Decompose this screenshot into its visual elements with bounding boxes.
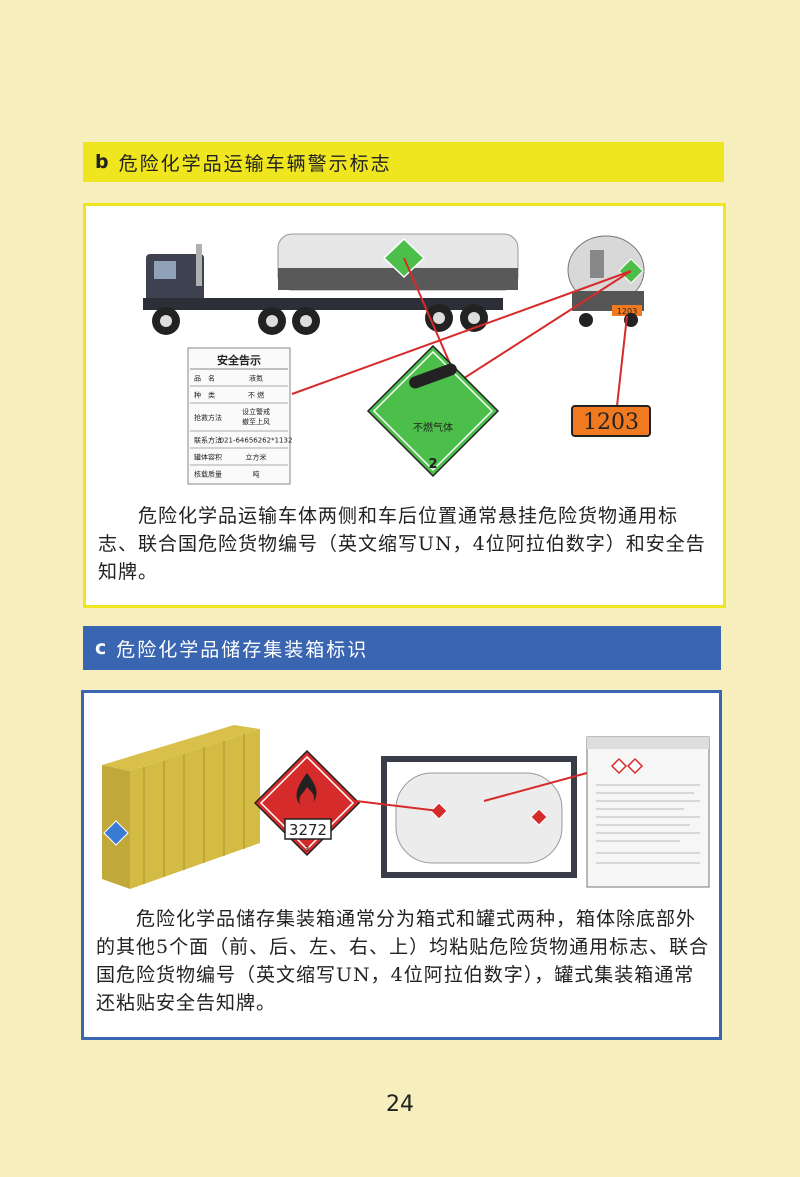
diamond-b-class: 2 xyxy=(428,457,437,472)
safety-sign-row-value: 撤至上风 xyxy=(242,417,270,426)
safety-sign-row-label: 种 类 xyxy=(194,391,215,400)
safety-sign-row-label: 品 名 xyxy=(194,374,215,383)
tanker-truck-image xyxy=(143,233,519,335)
gas-cylinder-icon xyxy=(409,363,457,389)
section-b-title: 危险化学品运输车辆警示标志 xyxy=(118,152,392,175)
tank-container-image xyxy=(381,756,577,878)
callout-lines xyxy=(291,257,632,407)
container-marking-illustration: 3272 3 xyxy=(102,725,710,889)
callout-lines-c xyxy=(355,772,588,812)
safety-sign-row-value: 021-64656262*1132 xyxy=(220,437,293,445)
diamond-c-class: 3 xyxy=(305,845,309,853)
safety-sign-row-value: 设立警戒 xyxy=(242,407,270,416)
safety-sign-title: 安全告示 xyxy=(217,353,261,367)
section-b-paragraph: 危险化学品运输车体两侧和车后位置通常悬挂危险货物通用标志、联合国危险货物编号（英… xyxy=(98,505,706,583)
safety-sign-row-label: 核载质量 xyxy=(194,470,222,479)
diamond-b-label: 不燃气体 xyxy=(413,421,453,434)
flame-icon xyxy=(296,773,317,805)
page-number: 24 xyxy=(386,1092,414,1117)
safety-sign-row-label: 抢救方法 xyxy=(194,413,222,422)
green-non-flammable-gas-diamond: 不燃气体 2 xyxy=(366,344,500,478)
un-plate-number: 1203 xyxy=(583,410,639,435)
tanker-rear-image: 1203 xyxy=(567,235,645,327)
section-c-title: 危险化学品储存集装箱标识 xyxy=(116,638,369,661)
section-c-paragraph: 危险化学品储存集装箱通常分为箱式和罐式两种，箱体除底部外的其他5个面（前、后、左… xyxy=(96,908,710,1014)
safety-sign-row-value: 吨 xyxy=(253,470,260,479)
truck-un-plate-text: 1203 xyxy=(617,307,637,316)
section-c-panel: 3272 3 危险化 xyxy=(81,690,722,1040)
diamond-c-un-number: 3272 xyxy=(289,821,327,839)
section-c-header: c 危险化学品储存集装箱标识 xyxy=(83,626,721,670)
safety-sign-row-value: 液氮 xyxy=(249,374,263,383)
section-b-letter: b xyxy=(95,151,109,173)
section-c-letter: c xyxy=(95,637,107,659)
red-flammable-liquid-diamond: 3272 3 xyxy=(253,749,361,857)
un-number-plate: 1203 xyxy=(571,405,651,437)
safety-sign-row-value: 立方米 xyxy=(246,453,267,462)
box-container-image xyxy=(102,725,260,889)
section-b-header: b 危险化学品运输车辆警示标志 xyxy=(83,142,724,182)
safety-notice-document-image xyxy=(586,736,710,888)
safety-sign-row-label: 罐体容积 xyxy=(194,453,222,462)
safety-sign-row-value: 不 燃 xyxy=(248,391,264,400)
safety-sign-row-label: 联系方法 xyxy=(194,436,222,445)
